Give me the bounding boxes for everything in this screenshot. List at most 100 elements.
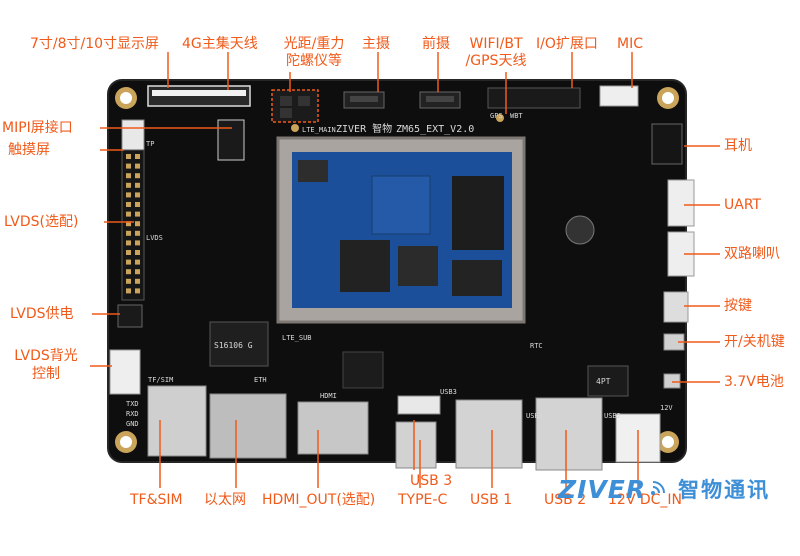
- lvds-pin: [135, 192, 140, 198]
- label-lvds-optional: LVDS(选配): [4, 214, 79, 230]
- label-sensor-line2: 陀螺仪等: [286, 53, 342, 69]
- lvds-pin: [126, 221, 131, 227]
- touch-connector: [121, 119, 145, 151]
- mounting-holes: [115, 87, 679, 453]
- lvds-pin: [126, 163, 131, 169]
- battery-connector: [663, 373, 681, 389]
- label-display-size: 7寸/8寸/10寸显示屏: [30, 36, 160, 52]
- lvds-pin: [126, 278, 131, 284]
- lvds-pin: [135, 221, 140, 227]
- speaker-connector: [667, 231, 695, 277]
- label-lvds-backlight-line1: LVDS背光: [14, 348, 78, 364]
- silk-tp: TP: [146, 140, 154, 148]
- silk-eth: ETH: [254, 376, 267, 384]
- lvds-pin: [126, 259, 131, 265]
- lvds-pin: [135, 278, 140, 284]
- silk-transformer: S16106 G: [214, 341, 253, 350]
- lvds-pin: [135, 211, 140, 217]
- label-front-camera: 前摄: [422, 36, 450, 52]
- silk-usb2: USB2: [604, 412, 621, 420]
- mipi-connector: [217, 119, 245, 161]
- lvds-pin: [135, 163, 140, 169]
- usb1-port: [455, 399, 523, 469]
- label-mic: MIC: [617, 36, 643, 52]
- label-4g-antenna: 4G主集天线: [182, 36, 258, 52]
- label-hdmi-out: HDMI_OUT(选配): [262, 492, 376, 508]
- rj45-port: [209, 393, 287, 459]
- silk-wbt: WBT: [510, 112, 523, 120]
- silk-lte-sub: LTE_SUB: [282, 334, 312, 342]
- lvds-pin: [135, 202, 140, 207]
- label-main-camera: 主摄: [362, 36, 390, 52]
- lvds-pin: [126, 154, 131, 159]
- brand-name-cn: 智物通讯: [678, 478, 771, 502]
- silk-usb3: USB3: [440, 388, 457, 396]
- signal-icon: [650, 478, 668, 500]
- uart-connector: [667, 179, 695, 227]
- lvds-pin: [135, 173, 140, 179]
- sensor-chip-area: [271, 89, 319, 123]
- silk-hdmi: HDMI: [320, 392, 337, 400]
- silk-usb1: USB1: [526, 412, 543, 420]
- core-module: [276, 136, 526, 324]
- lvds-header: [121, 149, 145, 301]
- label-dual-speaker: 双路喇叭: [724, 246, 780, 262]
- label-button: 按键: [724, 298, 752, 314]
- io-header: [487, 87, 581, 109]
- silk-lte-main: LTE_MAIN: [302, 126, 336, 134]
- lvds-pin: [126, 182, 131, 188]
- button-connector: [663, 291, 689, 323]
- brand-name: ZIVER: [558, 474, 647, 504]
- lvds-pin: [135, 259, 140, 265]
- lvds-pin: [126, 192, 131, 198]
- silk-logo: ZIVER 智物: [336, 122, 392, 135]
- lvds-pin: [135, 240, 140, 246]
- label-touch-screen: 触摸屏: [8, 142, 50, 158]
- label-ethernet: 以太网: [204, 492, 246, 508]
- label-wifi-line2: /GPS天线: [465, 53, 527, 69]
- label-type-c: TYPE-C: [398, 492, 448, 508]
- lvds-pin: [135, 250, 140, 255]
- silk-txd: TXD: [126, 400, 139, 408]
- label-battery: 3.7V电池: [724, 374, 784, 390]
- lvds-pin: [135, 154, 140, 159]
- hdmi-bridge-chip: [342, 351, 384, 389]
- label-usb3: USB 3: [410, 473, 453, 489]
- lvds-pin: [126, 230, 131, 236]
- lvds-pin: [126, 288, 131, 294]
- silk-rtc: RTC: [530, 342, 543, 350]
- lvds-power-header: [117, 304, 143, 328]
- lvds-pin: [126, 173, 131, 179]
- lvds-pin: [126, 211, 131, 217]
- tf-sim-slot: [147, 385, 207, 457]
- label-usb2: USB 2: [544, 492, 587, 508]
- usb2-port: [535, 397, 603, 471]
- label-dc-in: 12V DC_IN: [608, 492, 682, 508]
- label-lvds-backlight-line2: 控制: [32, 366, 60, 382]
- label-power-switch: 开/关机键: [724, 334, 785, 350]
- lvds-pin: [135, 269, 140, 275]
- lvds-pin: [126, 240, 131, 246]
- label-uart: UART: [724, 197, 762, 213]
- silk-12v: 12V: [660, 404, 673, 412]
- silk-rxd: RXD: [126, 410, 139, 418]
- silk-tf-sim: TF/SIM: [148, 376, 173, 384]
- lvds-pin: [126, 202, 131, 207]
- backlight-connector: [109, 349, 141, 395]
- silk-gnd: GND: [126, 420, 139, 428]
- lvds-pin: [135, 288, 140, 294]
- label-lvds-power: LVDS供电: [10, 306, 74, 322]
- label-usb1: USB 1: [470, 492, 513, 508]
- battery-ic: [587, 365, 629, 397]
- brand-logo: ZIVER 智物通讯: [558, 474, 770, 504]
- ethernet-transformer: [209, 321, 269, 367]
- silk-gps: GPS: [490, 112, 503, 120]
- mic-connector: [599, 85, 639, 107]
- label-mipi-port: MIPI屏接口: [2, 120, 73, 136]
- earphone-jack: [651, 123, 683, 165]
- lte-main-antenna-pad: [291, 124, 299, 132]
- lvds-pin: [135, 230, 140, 236]
- lvds-pin: [126, 269, 131, 275]
